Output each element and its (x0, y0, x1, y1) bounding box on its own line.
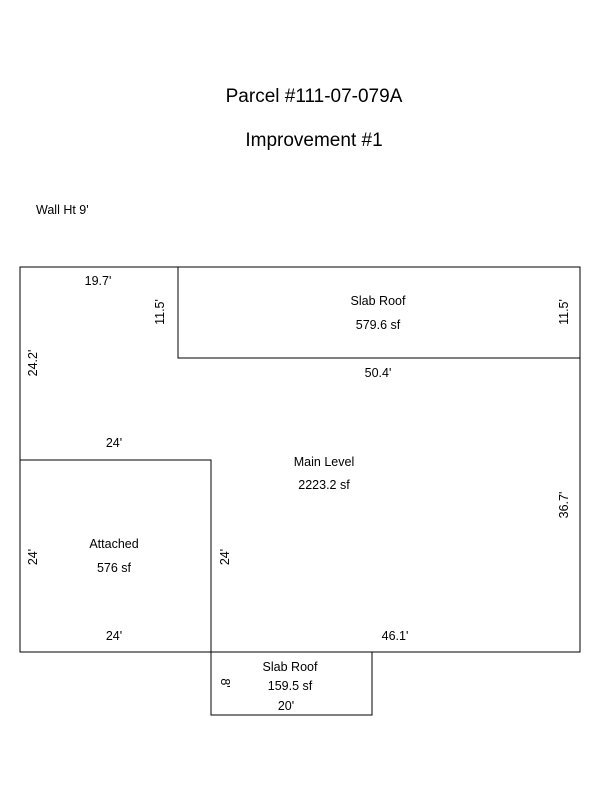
parcel-title: Parcel #111-07-079A (226, 86, 403, 107)
dim-main-bottom-width: 46.1' (382, 629, 409, 643)
dim-attached-left-height: 24' (26, 549, 40, 565)
improvement-title: Improvement #1 (245, 130, 382, 151)
main-level-area: 2223.2 sf (298, 478, 350, 492)
attached-outline (19, 459, 212, 653)
dim-top-left-width: 19.7' (85, 274, 112, 288)
slab-roof-top-name: Slab Roof (351, 294, 406, 308)
dim-attached-right-height: 24' (218, 549, 232, 565)
dim-attached-bottom-width: 24' (106, 629, 122, 643)
dim-main-right-height: 36.7' (557, 492, 571, 519)
dim-attached-top-width: 24' (106, 436, 122, 450)
dim-left-upper-height: 24.2' (26, 350, 40, 377)
dim-slab2-width: 20' (278, 699, 294, 713)
attached-area: 576 sf (97, 561, 132, 575)
dim-slab2-height: 8' (218, 678, 232, 687)
slab-roof-top-area: 579.6 sf (356, 318, 401, 332)
slab-roof-bottom-area: 159.5 sf (268, 679, 313, 693)
attached-name: Attached (89, 537, 138, 551)
dim-slab-bottom-width: 50.4' (365, 366, 392, 380)
dim-slab-right-height: 11.5' (557, 299, 571, 325)
dim-top-notch-height: 11.5' (153, 299, 167, 325)
main-level-name: Main Level (294, 455, 354, 469)
slab-roof-top-outline (177, 266, 581, 359)
wall-height-note: Wall Ht 9' (36, 203, 89, 217)
slab-roof-bottom-name: Slab Roof (263, 660, 318, 674)
slab-roof-bottom-outline (210, 651, 373, 716)
